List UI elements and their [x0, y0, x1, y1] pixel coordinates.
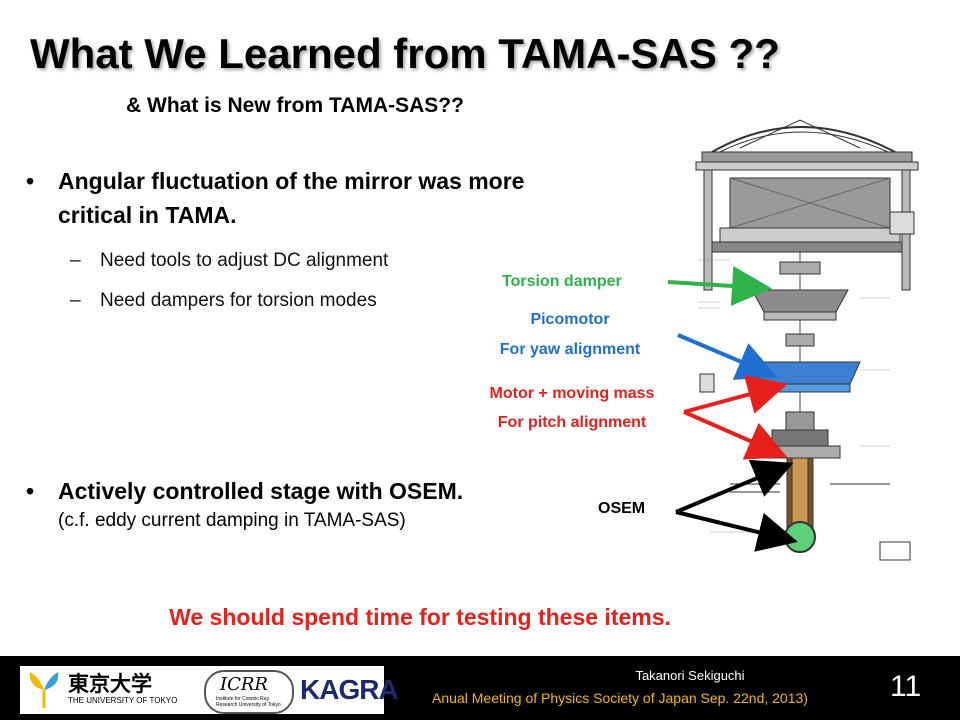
bullet-dot: •	[26, 478, 35, 504]
slide-subtitle: & What is New from TAMA-SAS??	[126, 94, 464, 117]
footer-bar: 東京大学 THE UNIVERSITY OF TOKYO ICRR Instit…	[0, 656, 960, 720]
label-torsion-damper: Torsion damper	[502, 273, 622, 290]
label-motor-line1: Motor + moving mass	[489, 385, 655, 402]
bullet-note: (c.f. eddy current damping in TAMA-SAS)	[58, 510, 406, 531]
bullet-text-line2: critical in TAMA.	[58, 202, 237, 228]
arrow-motor-1	[683, 375, 788, 414]
arrow-picomotor	[677, 333, 778, 380]
slide-title: What We Learned from TAMA-SAS ??	[30, 30, 780, 77]
label-motor-moving-mass: Motor + moving mass For pitch alignment	[462, 382, 682, 435]
label-picomotor-line1: Picomotor	[530, 311, 610, 328]
bullet-text: Actively controlled stage with OSEM.	[58, 478, 464, 504]
icrr-logo: ICRR Institute for Cosmic Ray Research U…	[204, 670, 294, 714]
icrr-logo-text: ICRR	[220, 674, 268, 695]
subitem-text: Need dampers for torsion modes	[100, 290, 377, 311]
subitem-text: Need tools to adjust DC alignment	[100, 250, 389, 271]
arrow-motor-2	[683, 410, 788, 460]
presenter-name: Takanori Sekiguchi	[635, 668, 745, 683]
meeting-info: Anual Meeting of Physics Society of Japa…	[432, 690, 808, 706]
label-picomotor-line2: For yaw alignment	[499, 341, 641, 358]
dash-mark: –	[70, 250, 81, 271]
label-picomotor: Picomotor For yaw alignment	[470, 308, 670, 362]
todai-logo-english: THE UNIVERSITY OF TOKYO	[68, 696, 178, 705]
bullet-text-line1: Angular fluctuation of the mirror was mo…	[58, 168, 525, 194]
conclusion-text: We should spend time for testing these i…	[169, 604, 671, 630]
ginkgo-logo-icon	[29, 672, 59, 708]
bullet-dot: •	[26, 168, 35, 194]
page-number: 11	[890, 670, 922, 703]
kagra-logo: KAGRA	[300, 674, 399, 705]
arrow-osem-2	[675, 510, 798, 552]
arrow-osem-1	[675, 459, 794, 514]
label-osem: OSEM	[598, 500, 646, 517]
label-motor-line2: For pitch alignment	[497, 414, 647, 431]
logo-strip: 東京大学 THE UNIVERSITY OF TOKYO ICRR Instit…	[20, 666, 399, 714]
arrow-torsion-damper	[667, 266, 772, 306]
icrr-logo-sub: Institute for Cosmic Ray Research Univer…	[216, 696, 281, 708]
dash-mark: –	[70, 290, 81, 311]
todai-logo-kanji: 東京大学	[68, 671, 152, 696]
